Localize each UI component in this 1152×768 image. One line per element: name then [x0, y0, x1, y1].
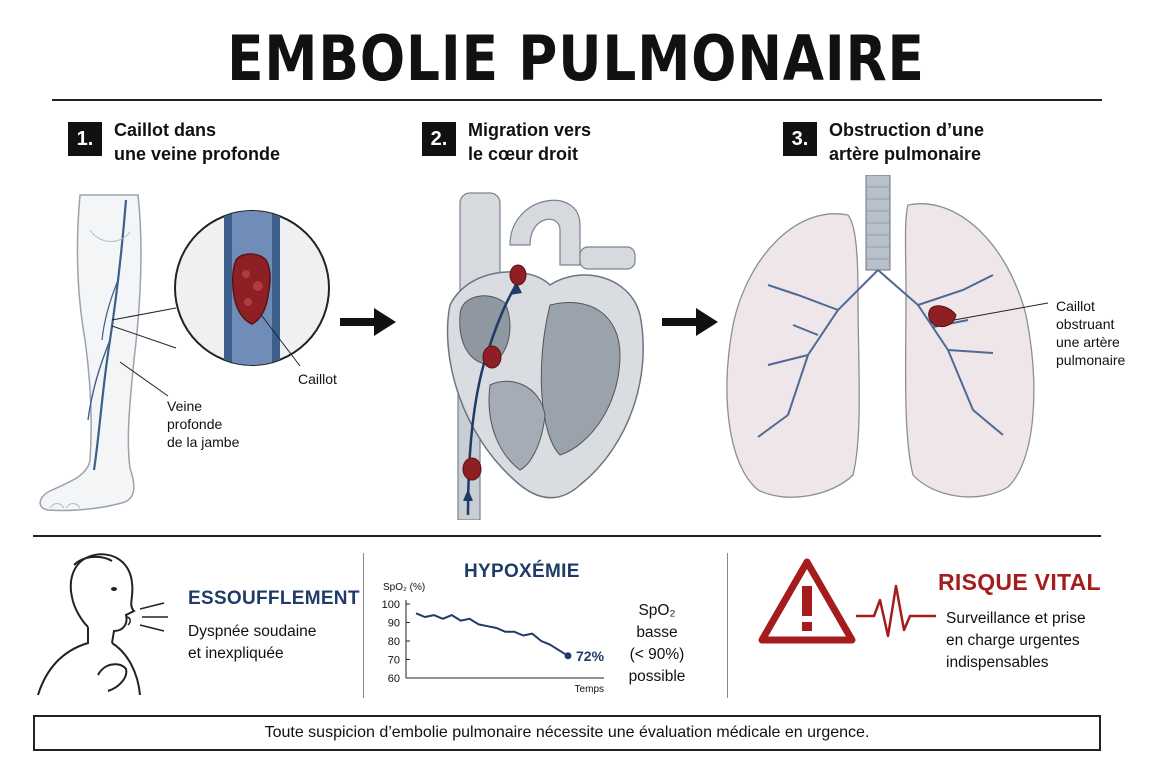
essoufflement-line2: et inexpliquée: [188, 645, 284, 662]
step-3-line1: Obstruction d’une: [829, 120, 984, 140]
left-lung: [726, 213, 860, 498]
label-poumon-l2: obstruant: [1056, 316, 1115, 332]
hypoxemie-heading: HYPOXÉMIE: [464, 561, 580, 582]
label-veine-l1: Veine: [167, 398, 203, 414]
warning-icon: [758, 558, 856, 644]
hypoxemie-line1: SpO₂ basse: [636, 602, 678, 641]
step-3-line2: artère pulmonaire: [829, 144, 982, 164]
arrow-right-icon: [340, 308, 396, 336]
risque-line2: en charge urgentes: [946, 632, 1080, 649]
flow-arrowhead-2: [463, 489, 473, 501]
panel-separator-2: [727, 553, 728, 698]
hypoxemie-line2: (< 90%): [629, 646, 685, 663]
chart-tick-label: 90: [388, 618, 400, 630]
label-poumon: Caillot obstruant une artère pulmonaire: [1056, 297, 1125, 369]
leg-outline: [39, 194, 142, 512]
label-veine: Veine profonde de la jambe: [167, 397, 239, 451]
essoufflement-heading: ESSOUFFLEMENT: [188, 588, 360, 609]
pulmonary-trunk: [579, 246, 636, 270]
chart-tick-label: 100: [382, 599, 400, 611]
label-poumon-l4: pulmonaire: [1056, 352, 1126, 368]
knee-contour: [89, 229, 131, 242]
hypoxemie-text: SpO₂ basse (< 90%) possible: [622, 600, 692, 688]
hand-on-chest: [97, 663, 128, 692]
trachea: [865, 175, 891, 271]
vein-pointer-line: [119, 361, 169, 397]
step-2-line2: le cœur droit: [468, 144, 579, 164]
right-ventricle: [488, 380, 546, 471]
step-1-heading: 1. Caillot dans une veine profonde: [68, 118, 324, 166]
lung-clot: [928, 305, 957, 328]
clot-pointer: [261, 315, 301, 367]
panel-separator-1: [363, 553, 364, 698]
label-poumon-l1: Caillot: [1056, 298, 1095, 314]
heart-illustration: [446, 192, 644, 520]
hypoxemie-line3: possible: [628, 668, 686, 685]
step-1-line1: Caillot dans: [114, 120, 217, 140]
middle-divider: [33, 535, 1101, 537]
aortic-arch: [509, 199, 581, 266]
step-2-number: 2.: [422, 122, 456, 156]
left-ventricle: [540, 301, 621, 456]
risque-line3: indispensables: [946, 654, 1049, 671]
foot-toes: [49, 503, 81, 509]
page-title: EMBOLIE PULMONAIRE: [227, 22, 925, 95]
right-lung: [904, 203, 1035, 498]
chart-end-label: 72%: [576, 648, 605, 664]
person-breathing-icon: [37, 553, 168, 696]
title-divider: [52, 99, 1102, 101]
vein-branch: [87, 339, 111, 421]
chart-xlabel: Temps: [575, 684, 604, 695]
footer-warning: Toute suspicion d’embolie pulmonaire néc…: [33, 715, 1101, 751]
essoufflement-text: Dyspnée soudaine et inexpliquée: [188, 621, 316, 665]
label-poumon-l3: une artère: [1056, 334, 1120, 350]
clot-3: [462, 457, 482, 481]
step-3-number: 3.: [783, 122, 817, 156]
clot-1: [509, 264, 527, 286]
step-3-heading: 3. Obstruction d’une artère pulmonaire: [783, 118, 1039, 166]
lung-clot-pointer: [953, 302, 1048, 321]
zoom-connector: [111, 307, 177, 349]
label-caillot: Caillot: [298, 371, 337, 387]
essoufflement-line1: Dyspnée soudaine: [188, 623, 317, 640]
heartbeat-icon: [856, 584, 936, 638]
chart-tick-label: 60: [388, 673, 400, 685]
risque-line1: Surveillance et prise: [946, 610, 1086, 627]
clot-shape: [231, 253, 271, 325]
label-veine-l3: de la jambe: [167, 434, 240, 450]
chart-series-line: [415, 612, 569, 657]
risque-heading: RISQUE VITAL: [938, 569, 1101, 595]
leg-illustration: [39, 194, 142, 512]
chart-ylabel: SpO₂ (%): [383, 582, 425, 593]
label-veine-l2: profonde: [167, 416, 223, 432]
risque-text: Surveillance et prise en charge urgentes…: [946, 608, 1086, 674]
step-1-line2: une veine profonde: [114, 144, 281, 164]
lungs-illustration: [726, 175, 1048, 498]
step-1-number: 1.: [68, 122, 102, 156]
chart-tick-label: 80: [388, 636, 400, 648]
vein-branch-2: [101, 279, 119, 341]
flow-arrowhead-1: [510, 281, 522, 295]
step-2-line1: Migration vers: [468, 120, 592, 140]
chart-tick-label: 70: [388, 655, 400, 667]
clot-2: [482, 345, 502, 369]
step-2-heading: 2. Migration vers le cœur droit: [422, 118, 678, 166]
magnified-vein: [174, 210, 330, 367]
arrow-right-icon-2: [662, 308, 718, 336]
chart-end-point: [564, 652, 572, 660]
